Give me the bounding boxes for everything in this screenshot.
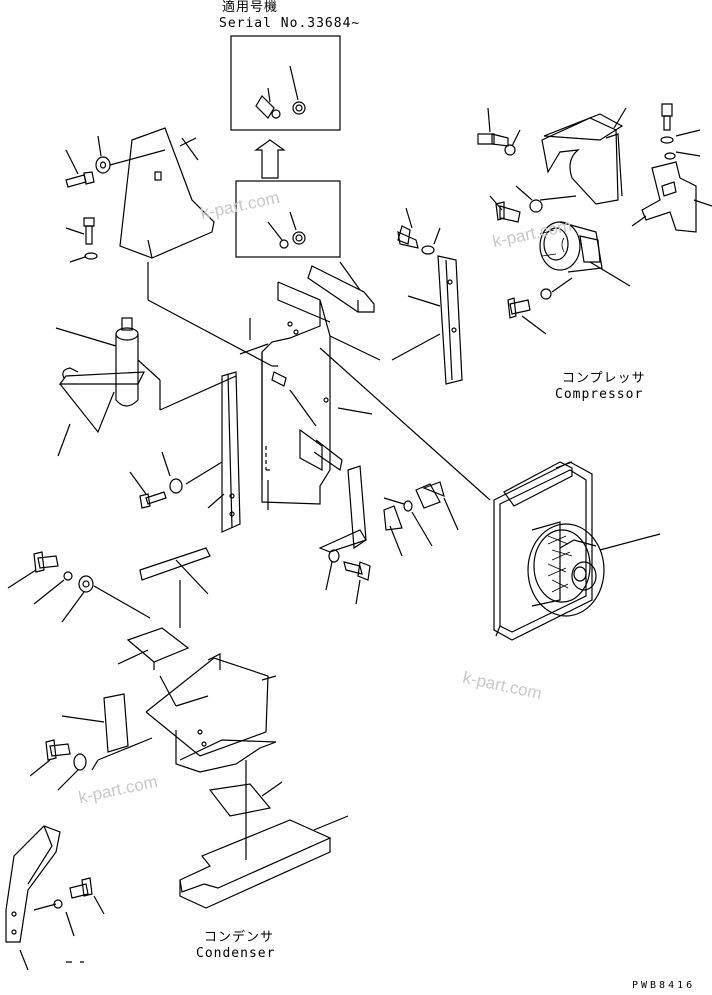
condenser-label-jp: コンデンサ <box>204 930 275 945</box>
lower-bolts <box>7 551 151 791</box>
bottom-bracket <box>5 825 105 971</box>
upper-bracket <box>119 127 215 259</box>
serial-note-jp: 適用号機 <box>222 0 279 15</box>
bolt <box>65 149 95 188</box>
leader-line <box>181 137 199 161</box>
compressor-label-jp: コンプレッサ <box>562 371 646 386</box>
drawing-code: PWB8416 <box>632 980 696 991</box>
compressor-bracket <box>477 107 627 223</box>
bolt <box>65 217 98 263</box>
side-bar <box>129 371 241 533</box>
condenser-label-en: Condenser <box>196 946 276 961</box>
upgrade-arrow <box>254 139 286 179</box>
small-bracket <box>318 465 459 605</box>
washer <box>95 135 166 174</box>
mounting-plate <box>147 262 381 510</box>
cross-bar <box>249 261 375 340</box>
condenser-fan-unit <box>319 347 661 641</box>
receiver-drier <box>55 317 237 457</box>
compressor-label-en: Compressor <box>555 387 644 402</box>
compressor <box>507 221 631 335</box>
previous-detail-box <box>235 180 341 258</box>
serial-detail-box <box>230 35 341 131</box>
serial-note-en: Serial No.33684~ <box>219 16 361 31</box>
vertical-support <box>391 207 463 385</box>
right-clip <box>631 103 712 233</box>
condenser-frame <box>61 547 349 909</box>
